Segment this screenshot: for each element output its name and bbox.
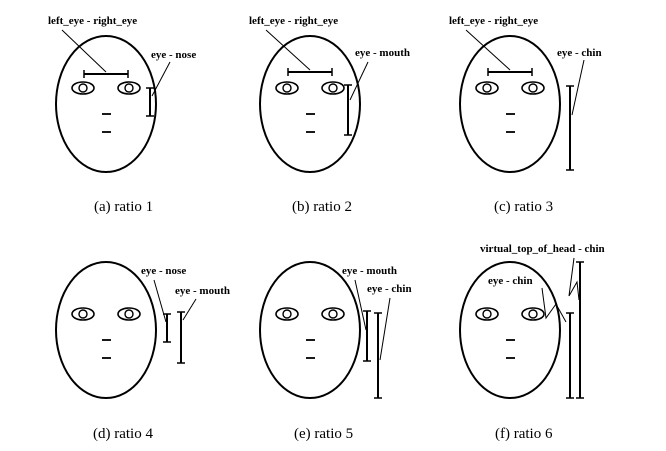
eye-chin-bracket (541, 287, 574, 399)
panel-c: left_eye - right_eye eye - chin (c) rati… (449, 15, 602, 215)
panel-caption: (b) ratio 2 (292, 199, 352, 215)
panel-f: virtual_top_of_head - chin eye - chin (f… (459, 243, 605, 442)
eye-chin-bracket (374, 297, 391, 399)
measure-label: eye - mouth (342, 265, 397, 277)
panel-caption: (a) ratio 1 (94, 199, 153, 215)
measure-label: eye - nose (151, 49, 196, 61)
face-outline (259, 35, 361, 173)
panel-a: left_eye - right_eye eye - nose (a) rati… (48, 15, 196, 215)
measure-label: eye - chin (367, 283, 412, 295)
eye-distance-bracket (265, 29, 333, 76)
eye-distance-bracket (465, 29, 533, 76)
eye-nose-bracket (153, 279, 171, 343)
face-outline (55, 261, 157, 399)
measure-label: eye - nose (141, 265, 186, 277)
measure-label: eye - mouth (355, 47, 410, 59)
measure-label: eye - chin (488, 275, 533, 287)
face-outline (459, 35, 561, 173)
face-outline (55, 35, 157, 173)
panel-caption: (c) ratio 3 (494, 199, 553, 215)
panel-e: eye - mouth eye - chin (e) ratio 5 (259, 261, 412, 442)
eye-mouth-bracket (354, 279, 371, 362)
measure-label: left_eye - right_eye (249, 15, 338, 27)
eye-nose-bracket (146, 61, 171, 117)
measure-label: eye - chin (557, 47, 602, 59)
eye-chin-bracket (566, 59, 585, 171)
measure-label: virtual_top_of_head - chin (480, 243, 605, 255)
measure-label: eye - mouth (175, 285, 230, 297)
measure-label: left_eye - right_eye (449, 15, 538, 27)
panel-b: left_eye - right_eye eye - mouth (b) rat… (249, 15, 410, 215)
eye-distance-bracket (61, 29, 129, 78)
face-outline (259, 261, 361, 399)
panel-caption: (f) ratio 6 (495, 426, 553, 442)
panel-caption: (e) ratio 5 (294, 426, 353, 442)
head-chin-bracket (568, 257, 584, 399)
eye-mouth-bracket (177, 298, 197, 364)
panel-d: eye - nose eye - mouth (d) ratio 4 (55, 261, 230, 442)
eye-mouth-bracket (344, 61, 369, 136)
measure-label: left_eye - right_eye (48, 15, 137, 27)
panel-caption: (d) ratio 4 (93, 426, 153, 442)
